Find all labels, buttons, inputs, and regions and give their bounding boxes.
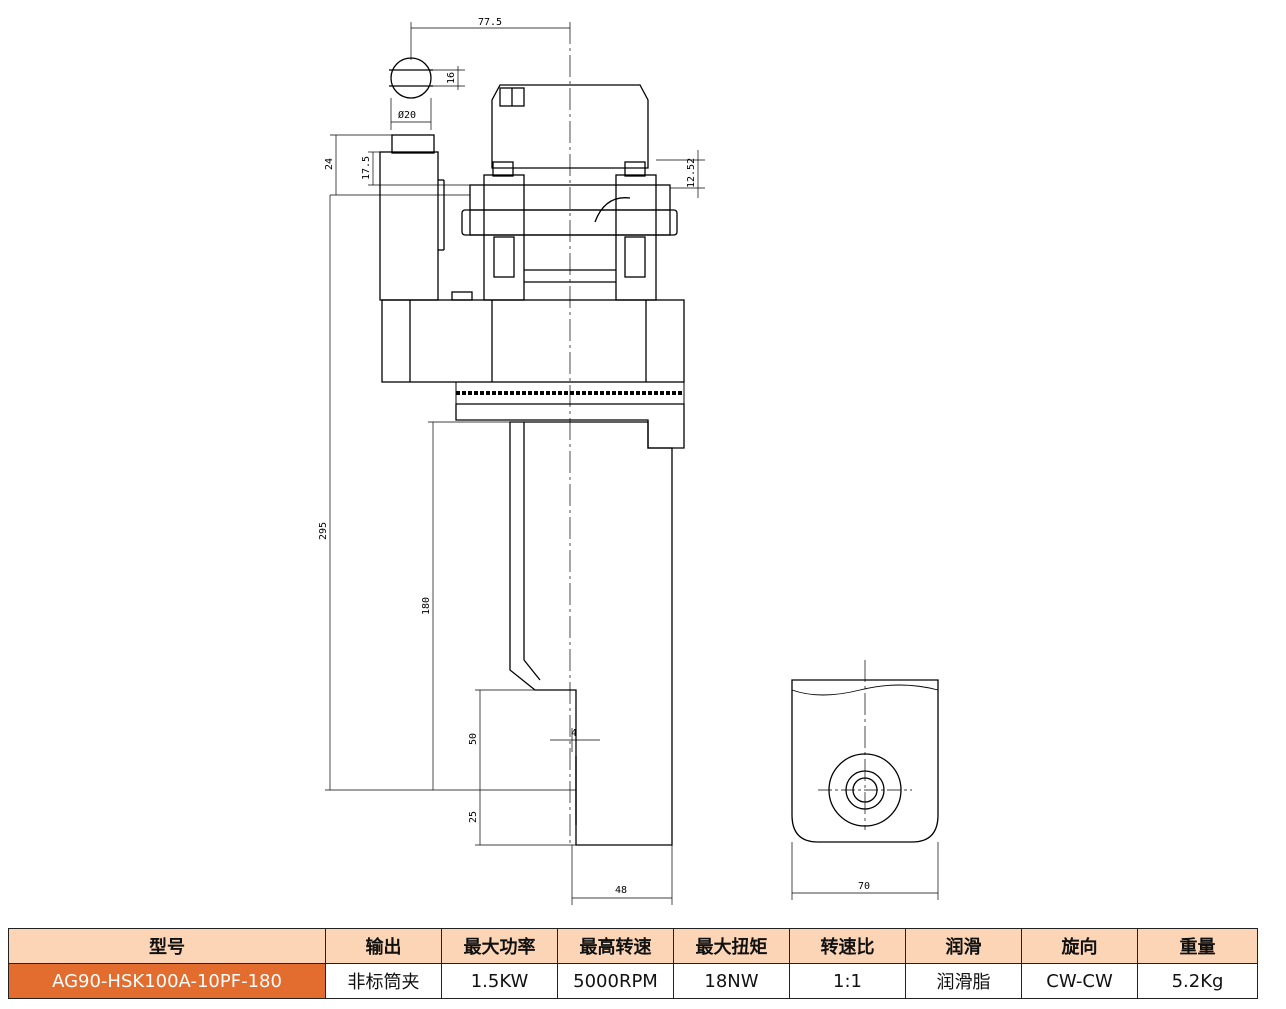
header-weight: 重量	[1137, 928, 1258, 964]
header-lubrication: 润滑	[905, 928, 1022, 964]
cell-output: 非标筒夹	[325, 963, 442, 999]
dim-48: 48	[615, 885, 627, 896]
cell-ratio: 1:1	[789, 963, 906, 999]
header-max-torque: 最大扭矩	[673, 928, 790, 964]
spec-header-row: 型号 输出 最大功率 最高转速 最大扭矩 转速比 润滑 旋向 重量	[8, 928, 1258, 964]
header-output: 输出	[325, 928, 442, 964]
cell-lubrication: 润滑脂	[905, 963, 1022, 999]
dimension-lines	[325, 22, 939, 905]
header-rotation: 旋向	[1021, 928, 1138, 964]
side-view	[791, 660, 939, 843]
front-view	[379, 22, 685, 846]
dim-25: 25	[468, 811, 479, 823]
cell-weight: 5.2Kg	[1137, 963, 1258, 999]
dimension-labels: 77.5 16 Ø20 24 17.5 12.52 295 180 50 4 2…	[318, 17, 870, 896]
cell-max-speed: 5000RPM	[557, 963, 674, 999]
header-ratio: 转速比	[789, 928, 906, 964]
dim-12-52: 12.52	[686, 158, 697, 188]
header-max-speed: 最高转速	[557, 928, 674, 964]
dim-295: 295	[318, 522, 329, 540]
dim-24: 24	[324, 158, 335, 170]
dim-180: 180	[421, 597, 432, 615]
dim-16: 16	[446, 72, 457, 84]
dim-50: 50	[468, 733, 479, 745]
cell-rotation: CW-CW	[1021, 963, 1138, 999]
cell-max-torque: 18NW	[673, 963, 790, 999]
spec-table: 型号 输出 最大功率 最高转速 最大扭矩 转速比 润滑 旋向 重量 AG90-H…	[8, 928, 1258, 999]
dim-dia-20: Ø20	[398, 109, 416, 121]
header-model: 型号	[8, 928, 326, 964]
cell-max-power: 1.5KW	[441, 963, 558, 999]
dim-77-5: 77.5	[478, 17, 502, 28]
cell-model: AG90-HSK100A-10PF-180	[8, 963, 326, 999]
dim-4: 4	[571, 728, 577, 739]
dim-17-5: 17.5	[361, 156, 372, 180]
dim-70: 70	[858, 881, 870, 892]
header-max-power: 最大功率	[441, 928, 558, 964]
technical-drawing: 77.5 16 Ø20 24 17.5 12.52 295 180 50 4 2…	[318, 17, 939, 905]
spec-data-row: AG90-HSK100A-10PF-180 非标筒夹 1.5KW 5000RPM…	[8, 963, 1258, 999]
